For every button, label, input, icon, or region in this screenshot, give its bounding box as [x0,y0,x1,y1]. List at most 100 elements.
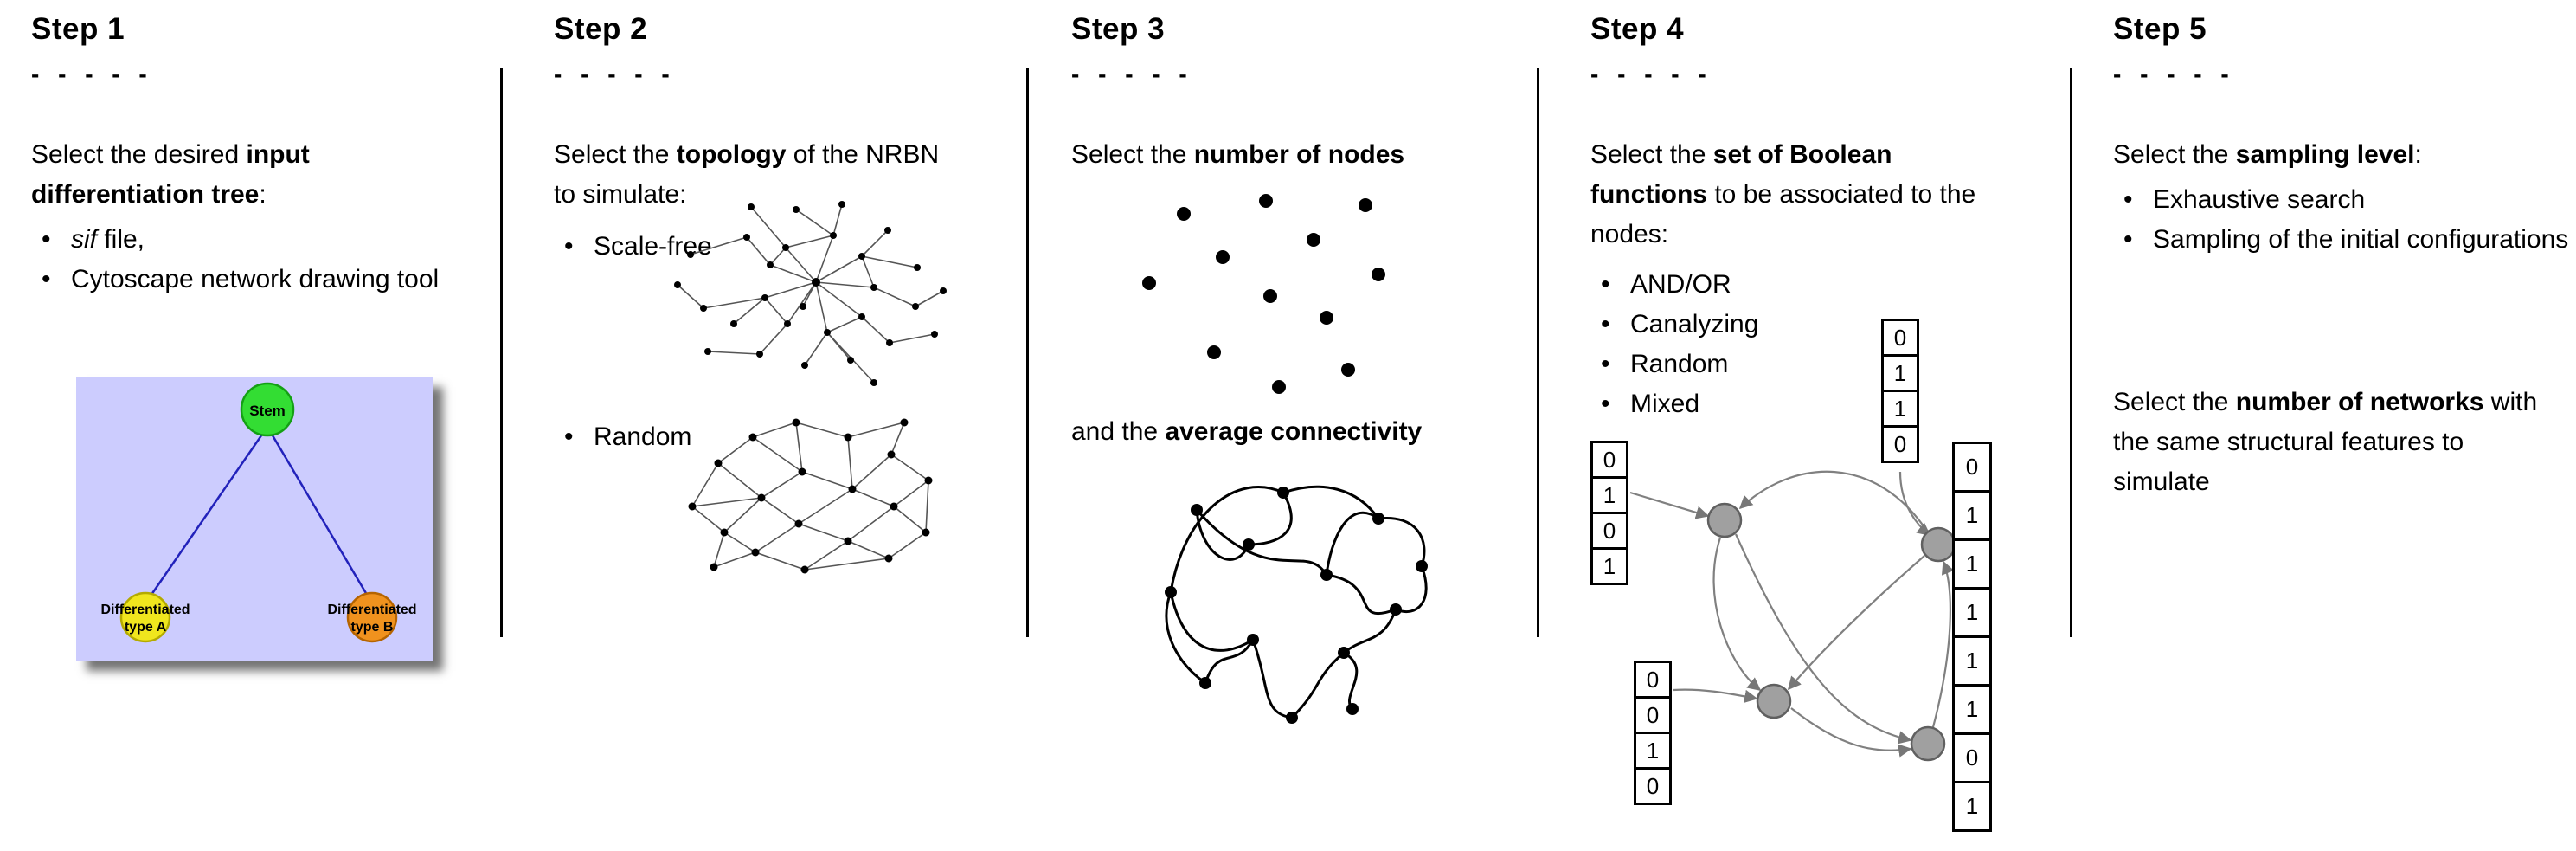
gene-node-2 [1920,526,1956,563]
truth-table-cell: 0 [1634,696,1672,734]
scale-free-nodes [674,201,947,386]
step-3-line1: Select the number of nodes [1071,135,1556,175]
truth-table-cell: 0 [1634,767,1672,805]
gene-node-4 [1910,725,1946,762]
bullet-text-rest: file, [97,225,145,254]
intro-bold-segment: number of networks [2235,388,2484,416]
bullet-text: Canalyzing [1630,310,1759,338]
bullet-exhaustive-search: Exhaustive search [2113,180,2576,220]
stem-node [240,382,295,437]
step-5-networks-paragraph: Select the number of networks with the s… [2113,383,2546,502]
step-5-column: Step 5 - - - - - Select the sampling lev… [2113,12,2576,496]
bullet-random-functions: Random [1590,345,2062,384]
bullet-text: Sampling of the initial configurations [2153,225,2569,254]
truth-table-cell: 0 [1952,442,1992,493]
truth-table-cell: 1 [1881,390,1919,428]
differentiation-tree-figure: Stem Differentiated type A Differentiate… [76,377,433,661]
bullet-canalyzing: Canalyzing [1590,305,2062,345]
intro-text-segment: of the NRBN to simulate: [554,140,940,209]
intro-text-segment: Select the [1590,140,1713,169]
step-2-column: Step 2 - - - - - Select the topology of … [554,12,995,574]
tree-edge-b [266,426,374,604]
truth-table-cell: 1 [1590,547,1628,585]
type-a-label-line1: Differentiated [100,603,190,617]
step-1-bullets: sif file, Cytoscape network drawing tool [31,220,490,300]
step-2-intro: Select the topology of the NRBN to simul… [554,135,952,215]
column-divider [2070,68,2072,637]
intro-text-segment: with the same structural features to sim… [2113,388,2538,496]
stem-label: Stem [249,403,286,419]
bullet-random: Random [554,417,813,457]
truth-table-cell: 1 [1634,732,1672,770]
truth-table-right: 0 1 1 1 1 1 0 1 [1952,442,1992,832]
intro-text-segment: Select the [1071,140,1194,169]
intro-text-segment: to be associated to the nodes: [1590,180,1976,248]
truth-table-cell: 0 [1634,661,1672,699]
column-divider [1537,68,1539,637]
type-b-label-line2: type B [351,620,394,635]
type-b-node [346,591,398,643]
bullet-sampling-initial: Sampling of the initial configurations [2113,220,2576,260]
truth-table-top: 0 1 1 0 [1881,319,1919,463]
boolean-network-nodes [1706,502,1956,762]
type-a-label-line2: type A [125,620,167,635]
truth-table-cell: 1 [1590,476,1628,514]
intro-text-segment: Select the [2113,140,2236,169]
type-a-node [119,591,171,643]
step-5-title: Step 5 [2113,12,2207,46]
bullet-and-or: AND/OR [1590,265,2062,305]
intro-text-segment: : [2414,140,2422,169]
truth-table-cell: 1 [1952,635,1992,687]
truth-table-cell: 0 [1952,732,1992,783]
truth-table-cell: 1 [1952,684,1992,735]
truth-table-cell: 1 [1881,354,1919,392]
step-1-title: Step 1 [31,12,125,46]
intro-bold-segment: set of Boolean functions [1590,140,1892,209]
bullet-text: Random [1630,350,1729,378]
intro-text-segment: Select the desired [31,140,247,169]
connectivity-network-illustration [1165,485,1428,724]
step-3-title: Step 3 [1071,12,1166,46]
step-5-bullets: Exhaustive search Sampling of the initia… [2113,180,2576,260]
boolean-network-edges [1629,470,1955,758]
step-4-bullets: AND/OR Canalyzing Random Mixed [1590,265,2062,424]
step-4-intro: Select the set of Boolean functions to b… [1590,135,1988,255]
node-dots [1142,194,1385,394]
truth-table-cell: 1 [1952,781,1992,832]
connectivity-edges [1165,485,1428,719]
intro-text-segment: Select the [2113,388,2236,416]
step-5-intro: Select the sampling level: [2113,135,2576,175]
truth-table-bottom-left: 0 0 1 0 [1634,661,1672,805]
intro-bold-segment: input differentiation tree [31,140,310,209]
bullet-cytoscape: Cytoscape network drawing tool [31,260,490,300]
random-network-illustration [688,418,933,574]
truth-table-cell: 1 [1952,538,1992,590]
step-1-column: Step 1 - - - - - Select the desired inpu… [31,12,490,661]
tree-edge-a [144,426,269,604]
differentiation-tree-illustration: Stem Differentiated type A Differentiate… [100,382,417,643]
scale-free-edges [677,203,944,384]
gene-node-3 [1756,683,1792,719]
step-2-title: Step 2 [554,12,648,46]
truth-table-cell: 1 [1952,587,1992,638]
bullet-text: sif file, [71,220,490,260]
intro-bold-segment: number of nodes [1193,140,1405,169]
type-b-label-line1: Differentiated [327,603,416,617]
intro-bold-segment: topology [676,140,787,169]
step-3-dashes: - - - - - [1071,61,1193,87]
bullet-sif-file: sif file, [31,220,490,260]
column-divider [500,68,503,637]
bullet-text: Random [594,422,692,451]
bullet-mixed: Mixed [1590,384,2062,424]
sif-italic: sif [71,225,97,254]
bullet-text: AND/OR [1630,270,1731,299]
bullet-text: Exhaustive search [2153,185,2366,214]
gene-node-1 [1706,502,1743,538]
step-1-intro: Select the desired input differentiation… [31,135,481,215]
truth-table-cell: 0 [1881,319,1919,357]
random-edges [691,422,929,571]
step-3-column: Step 3 - - - - - Select the number of no… [1071,12,1556,724]
connectivity-nodes [1165,487,1428,724]
truth-table-cell: 0 [1590,441,1628,479]
